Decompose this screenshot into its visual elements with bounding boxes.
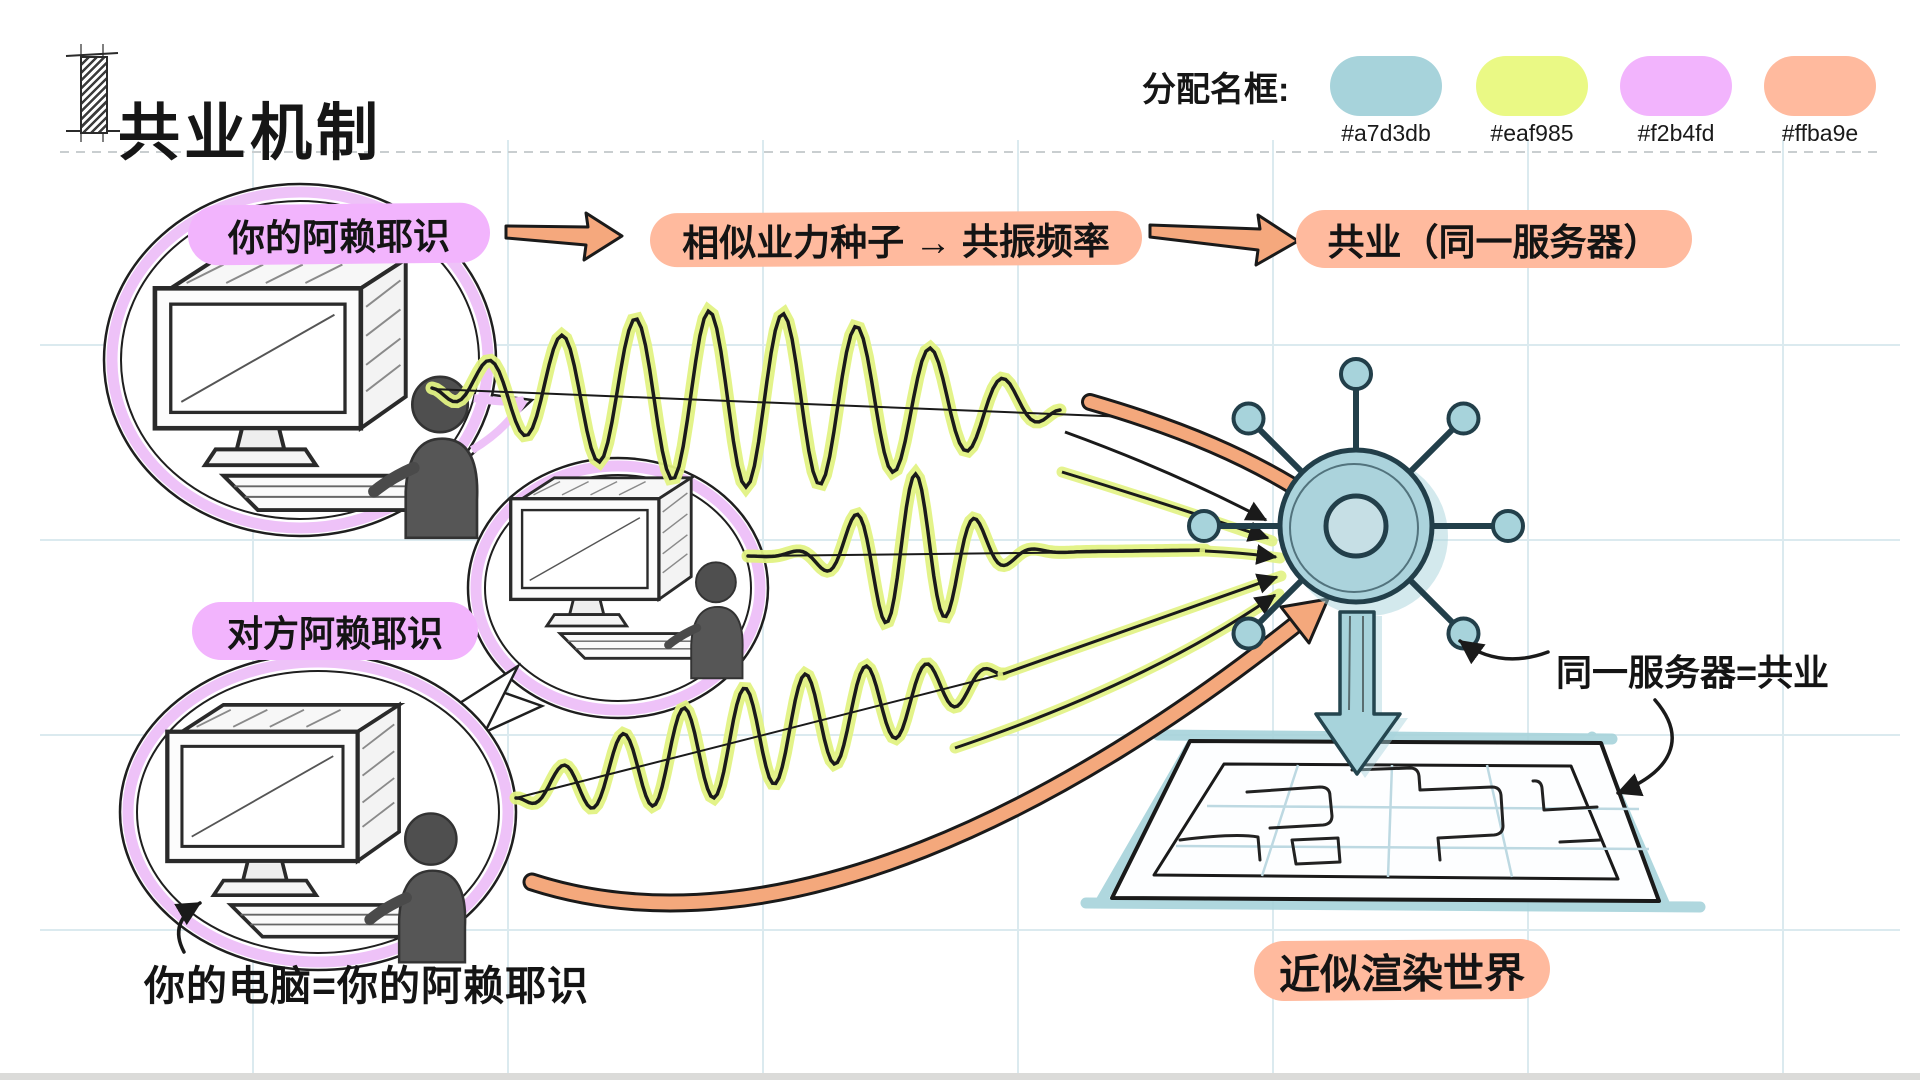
color-swatch-green [1476,56,1588,116]
flow-arrows [504,211,1300,267]
label-flow-step: 相似业力种子 → 共振频率 [649,210,1143,268]
annotation-arrows [174,639,1674,954]
color-swatch-purple [1620,56,1732,116]
swatch-hex-label: #eaf985 [1490,120,1574,146]
page-title: 共业机制 [118,98,383,168]
legend-label: 分配名框: [1142,71,1290,109]
title-hatch-bar [80,56,108,134]
world-map-sketch [1080,729,1706,913]
color-swatch-blue [1330,56,1442,116]
swatch-hex-label: #ffba9e [1781,120,1859,146]
server-hub-icon [1187,357,1525,651]
swatch-hex-label: #a7d3db [1341,120,1431,146]
label-your-alaya: 你的阿赖耶识 [187,202,491,266]
bottom-strip [0,1073,1920,1080]
label-flow-result: 共业（同一服务器） [1296,210,1692,268]
note-same-server: 同一服务器=共业 [1556,652,1830,693]
label-render-world: 近似渲染世界 [1253,938,1551,1002]
down-arrow-to-map [1314,610,1408,778]
label-other-alaya: 对方阿赖耶识 [192,602,478,660]
converging-arrows [949,430,1287,754]
note-your-computer: 你的电脑=你的阿赖耶识 [144,963,589,1009]
karma-wave-lines [425,301,1212,815]
swatch-hex-label: #f2b4fd [1637,120,1715,146]
orange-arrow-bottom [522,597,1330,913]
color-swatch-orange [1764,56,1876,116]
